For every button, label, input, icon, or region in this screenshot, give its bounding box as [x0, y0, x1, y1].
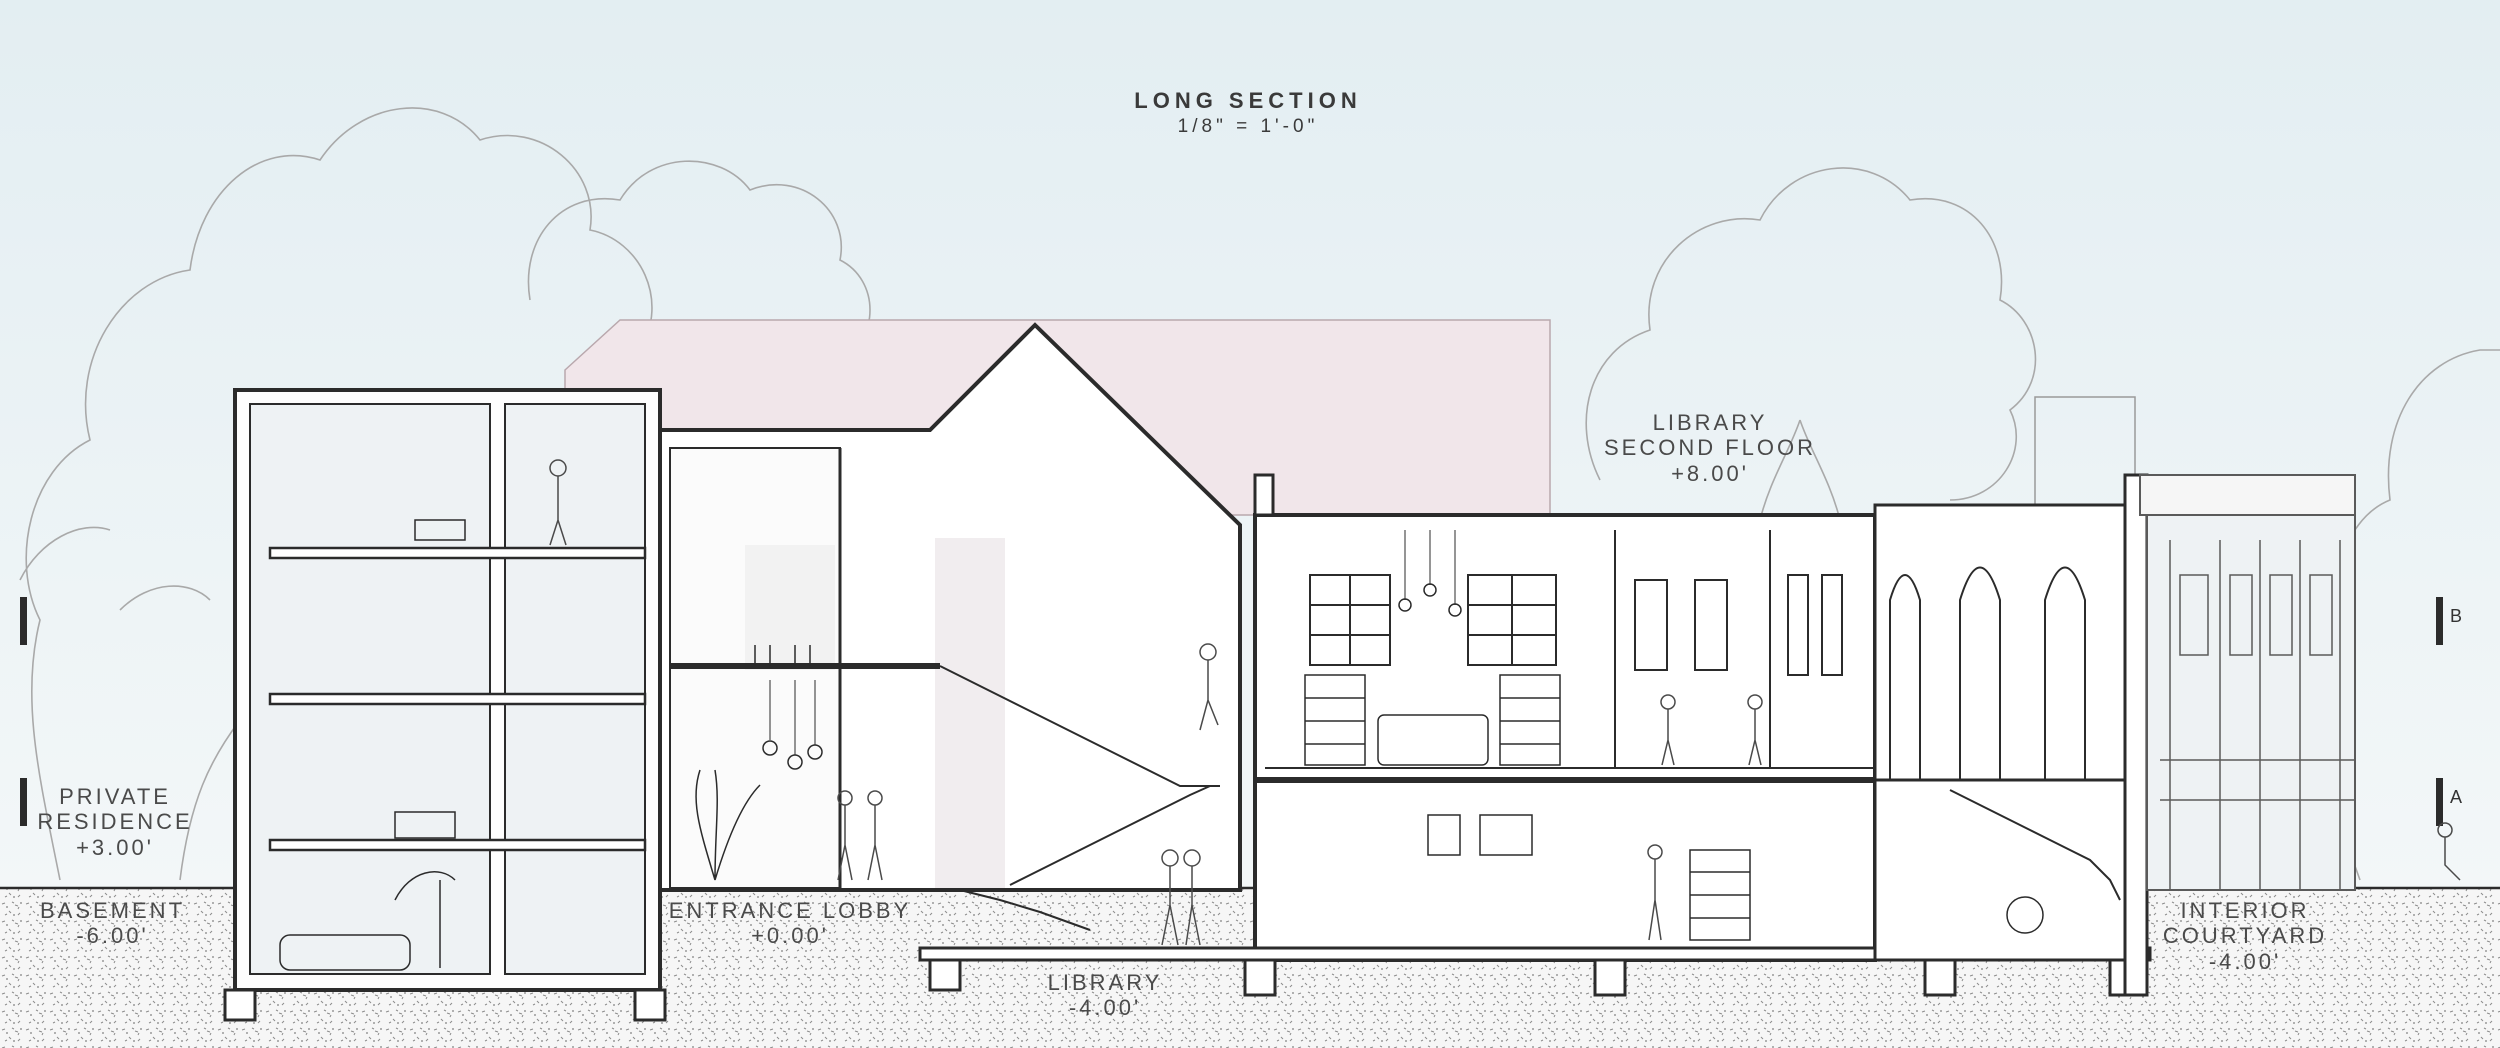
library-elevation: -4.00'	[1068, 995, 1142, 1021]
library-title: LIBRARY	[1047, 970, 1163, 995]
drawing-title: LONG SECTION	[1134, 88, 1362, 113]
residence-section	[223, 388, 667, 1022]
section-marker-b-label: B	[2450, 606, 2463, 626]
library-second-floor-line1: LIBRARY	[1652, 410, 1768, 435]
section-marker-left-upper	[20, 597, 27, 645]
arcade-section	[1873, 473, 2149, 997]
drawing-title-block: LONG SECTION 1/8" = 1'-0"	[1048, 88, 1448, 138]
section-marker-a-label: A	[2450, 787, 2463, 807]
section-marker-a	[2436, 778, 2443, 826]
interior-courtyard-line1: INTERIOR	[2180, 898, 2310, 923]
library-second-floor-line2: SECOND FLOOR	[1603, 435, 1817, 461]
lobby-section	[658, 322, 1242, 931]
label-entrance-lobby: ENTRANCE LOBBY +0.00'	[655, 898, 925, 949]
private-residence-line2: RESIDENCE	[37, 809, 193, 835]
library-second-floor-elevation: +8.00'	[1671, 460, 1749, 486]
private-residence-line1: PRIVATE	[59, 784, 171, 809]
label-library-second-floor: LIBRARY SECOND FLOOR +8.00'	[1575, 410, 1845, 486]
label-interior-courtyard: INTERIOR COURTYARD -4.00'	[2125, 898, 2365, 974]
human-figure-icon	[549, 459, 2461, 946]
label-private-residence: PRIVATE RESIDENCE +3.00'	[0, 784, 230, 860]
drawing-scale: 1/8" = 1'-0"	[1177, 116, 1319, 137]
library-section	[918, 473, 2152, 997]
interior-courtyard-line2: COURTYARD	[2162, 923, 2328, 949]
label-basement: BASEMENT -6.00'	[0, 898, 225, 949]
basement-title: BASEMENT	[39, 898, 186, 923]
section-marker-left-lower	[20, 778, 27, 826]
entrance-lobby-title: ENTRANCE LOBBY	[668, 898, 912, 923]
private-residence-elevation: +3.00'	[76, 834, 154, 860]
courtyard-building	[2139, 474, 2356, 891]
section-marker-b	[2436, 597, 2443, 645]
interior-courtyard-elevation: -4.00'	[2208, 948, 2282, 974]
basement-elevation: -6.00'	[76, 923, 149, 949]
entrance-lobby-elevation: +0.00'	[751, 923, 829, 949]
label-library: LIBRARY -4.00'	[1010, 970, 1200, 1021]
